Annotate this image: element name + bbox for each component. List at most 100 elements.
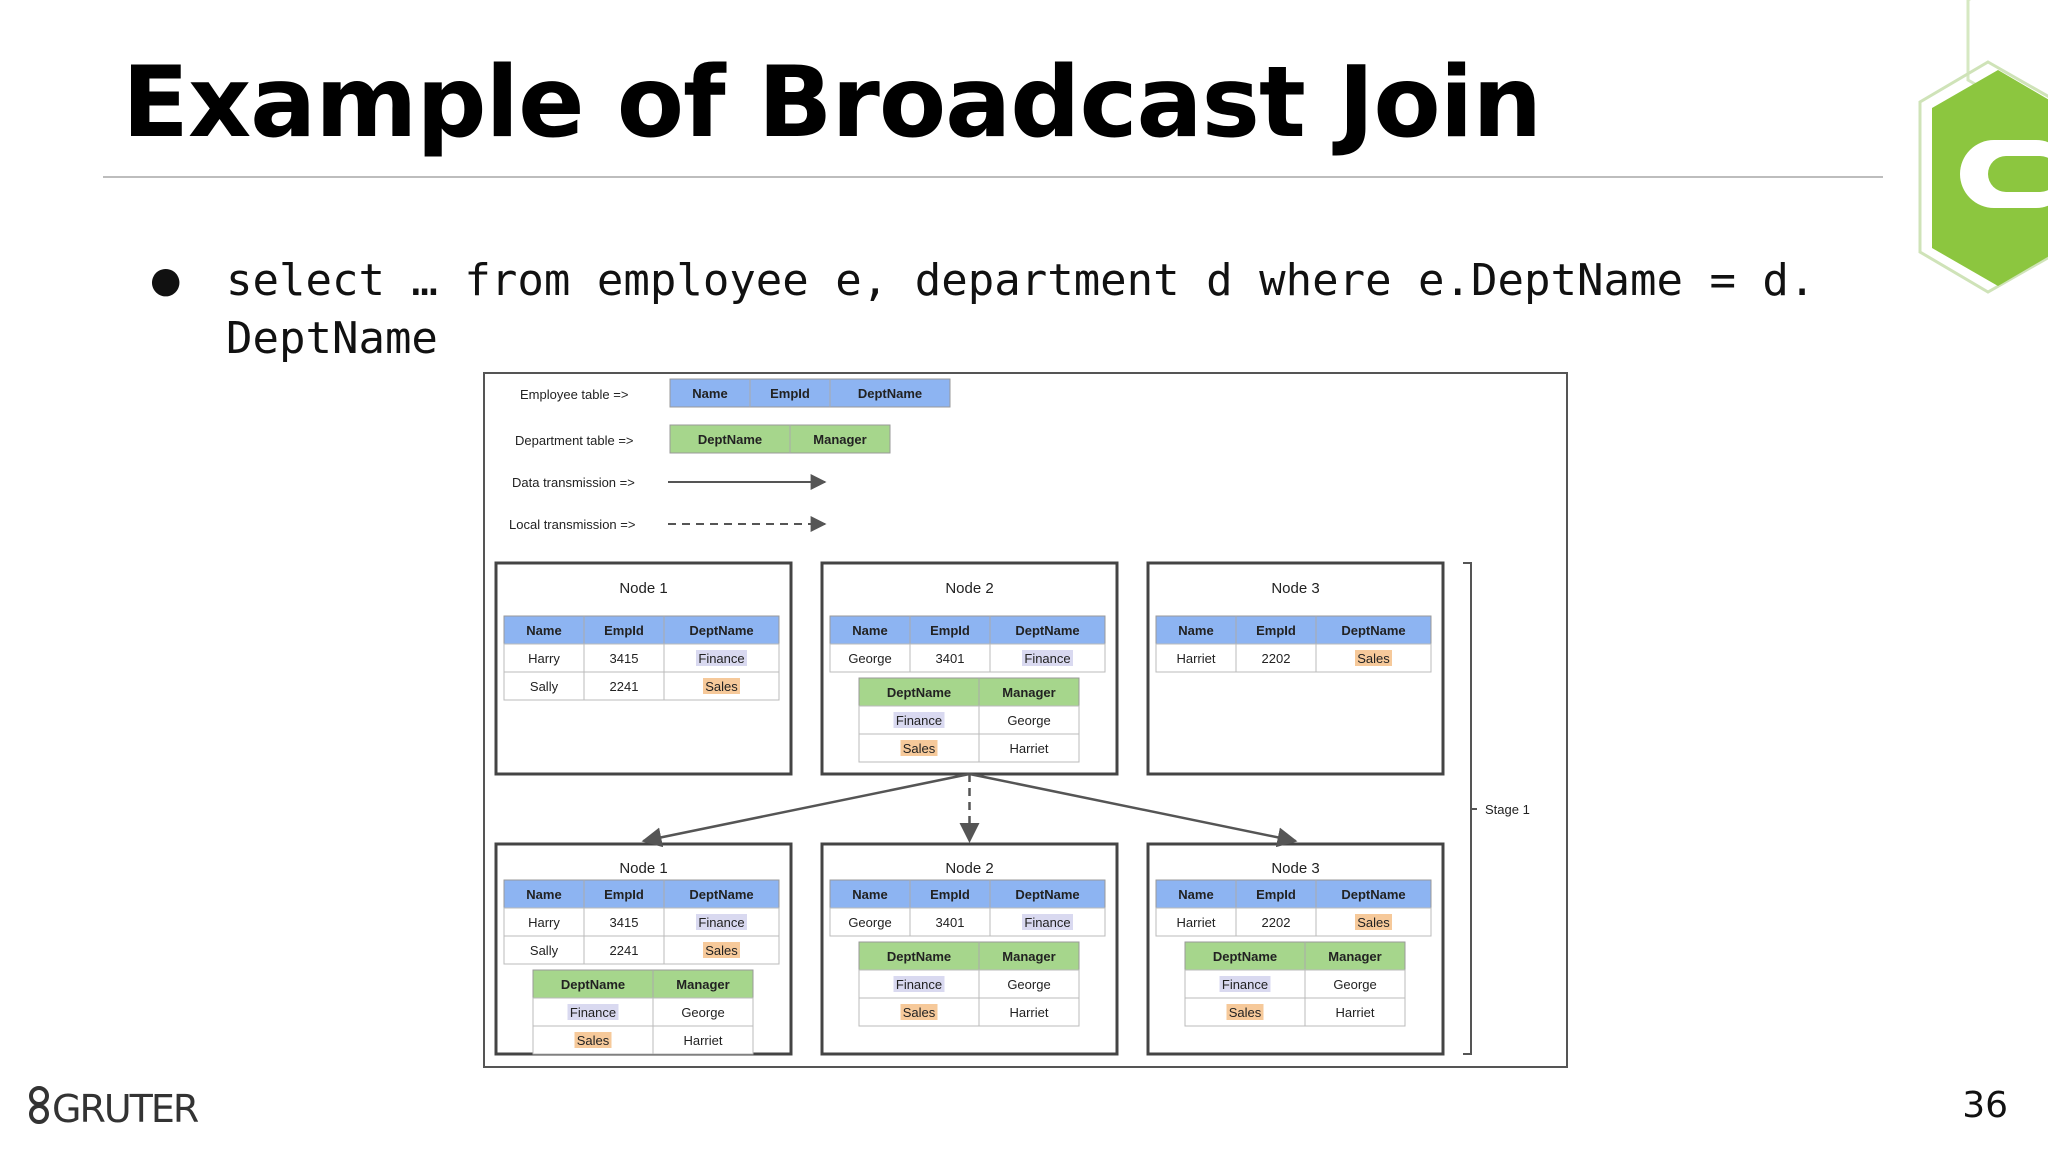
employee-table-header-cell: EmpId — [930, 887, 970, 902]
employee-table-header-cell: EmpId — [604, 887, 644, 902]
department-table-cell: Sales — [577, 1033, 610, 1048]
hexagon-logo-icon — [1918, 0, 2048, 294]
value-highlight — [703, 678, 740, 694]
department-table-cell: George — [681, 1005, 724, 1020]
employee-table-header-cell: EmpId — [1256, 887, 1296, 902]
value-highlight — [900, 740, 938, 756]
employee-table-cell: Harry — [528, 915, 560, 930]
department-table-cell: Finance — [896, 977, 942, 992]
value-highlight — [703, 942, 740, 958]
legend-data-transmission-label: Data transmission => — [512, 475, 635, 490]
employee-table-cell: 2202 — [1262, 915, 1291, 930]
employee-table-cell: 2202 — [1262, 651, 1291, 666]
employee-table-cell: 3415 — [610, 915, 639, 930]
value-highlight — [696, 914, 747, 930]
employee-table-header-cell: DeptName — [1015, 623, 1079, 638]
value-highlight — [696, 650, 747, 666]
node-title: Node 1 — [619, 860, 667, 877]
legend-employee-header-bg — [669, 378, 951, 408]
department-table-row — [532, 1025, 754, 1055]
employee-table-header-cell: EmpId — [604, 623, 644, 638]
employee-table-cell: Finance — [698, 651, 744, 666]
bullet-dot-icon: ● — [150, 260, 182, 301]
employee-table-cell: Sales — [705, 679, 738, 694]
department-table-cell: Harriet — [1335, 1005, 1374, 1020]
employee-table-cell: 3401 — [936, 915, 965, 930]
employee-table-header-bg — [503, 879, 780, 909]
department-table-header-cell: DeptName — [1213, 949, 1277, 964]
department-table-header-cell: DeptName — [887, 949, 951, 964]
department-table-header-cell: Manager — [676, 977, 729, 992]
department-table-cell: George — [1333, 977, 1376, 992]
employee-table-header-bg — [829, 615, 1106, 645]
value-highlight — [574, 1032, 612, 1048]
employee-table-header-cell: DeptName — [1341, 623, 1405, 638]
department-table-cell: George — [1007, 977, 1050, 992]
page-number: 36 — [1962, 1085, 2008, 1126]
legend-employee-header-cell: EmpId — [770, 386, 810, 401]
employee-table-cell: Harriet — [1176, 915, 1215, 930]
node-title: Node 1 — [619, 580, 667, 597]
employee-table-cell: 2241 — [610, 679, 639, 694]
bullet-item: ● select … from employee e, department d… — [140, 252, 1900, 368]
value-highlight — [1226, 1004, 1264, 1020]
title-divider — [103, 176, 1883, 178]
value-highlight — [1355, 650, 1392, 666]
employee-table-cell: Harry — [528, 651, 560, 666]
node-title: Node 3 — [1271, 860, 1319, 877]
employee-table-cell: Sally — [530, 679, 559, 694]
department-table-cell: Harriet — [683, 1033, 722, 1048]
department-table-row — [858, 997, 1080, 1027]
legend-employee-header-cell: Name — [692, 386, 727, 401]
legend-department-header-cell: DeptName — [698, 432, 762, 447]
legend-department-header-cell: Manager — [813, 432, 866, 447]
employee-table-cell: Sales — [1357, 915, 1390, 930]
slide-title: Example of Broadcast Join — [122, 46, 1542, 160]
bullet-text: select … from employee e, department d w… — [226, 255, 1816, 364]
legend-department-header-bg — [669, 424, 891, 454]
employee-table-cell: Sales — [705, 943, 738, 958]
employee-table-header-cell: DeptName — [1015, 887, 1079, 902]
department-table-cell: Sales — [903, 741, 936, 756]
employee-table-cell: Sales — [1357, 651, 1390, 666]
department-table-header-bg — [858, 941, 1080, 971]
broadcast-arrow-icon — [969, 772, 1298, 848]
employee-table-header-cell: EmpId — [930, 623, 970, 638]
department-table-cell: Sales — [1229, 1005, 1262, 1020]
employee-table-cell: 3401 — [936, 651, 965, 666]
department-table-cell: Finance — [1222, 977, 1268, 992]
employee-table-cell: Finance — [1024, 651, 1070, 666]
value-highlight — [900, 1004, 938, 1020]
value-highlight — [1355, 914, 1392, 930]
employee-table-cell: Harriet — [1176, 651, 1215, 666]
department-table-cell: Harriet — [1009, 741, 1048, 756]
department-table-cell: Finance — [570, 1005, 616, 1020]
legend-employee-label: Employee table => — [520, 387, 628, 402]
value-highlight — [893, 712, 945, 728]
department-table-header-cell: Manager — [1328, 949, 1381, 964]
value-highlight — [893, 976, 945, 992]
footer-logo-text: GRUTER — [52, 1087, 199, 1128]
department-table-header-cell: DeptName — [561, 977, 625, 992]
employee-table-cell: 2241 — [610, 943, 639, 958]
department-table-row — [1184, 997, 1406, 1027]
legend-local-transmission-label: Local transmission => — [509, 517, 635, 532]
department-table-cell: Sales — [903, 1005, 936, 1020]
department-table-header-cell: Manager — [1002, 949, 1055, 964]
stage-label: Stage 1 — [1485, 802, 1530, 817]
employee-table-header-cell: Name — [1178, 623, 1213, 638]
department-table-cell: Finance — [896, 713, 942, 728]
employee-table-header-cell: EmpId — [1256, 623, 1296, 638]
employee-table-cell: Sally — [530, 943, 559, 958]
legend-department-label: Department table => — [515, 433, 634, 448]
employee-table-cell: Finance — [1024, 915, 1070, 930]
value-highlight — [1219, 976, 1271, 992]
node-title: Node 2 — [945, 580, 993, 597]
employee-table-header-cell: DeptName — [1341, 887, 1405, 902]
stage-bracket — [1463, 562, 1472, 1055]
gruter-logo-icon: GRUTER — [29, 1086, 201, 1128]
employee-table-header-bg — [1155, 879, 1432, 909]
value-highlight — [1022, 914, 1073, 930]
